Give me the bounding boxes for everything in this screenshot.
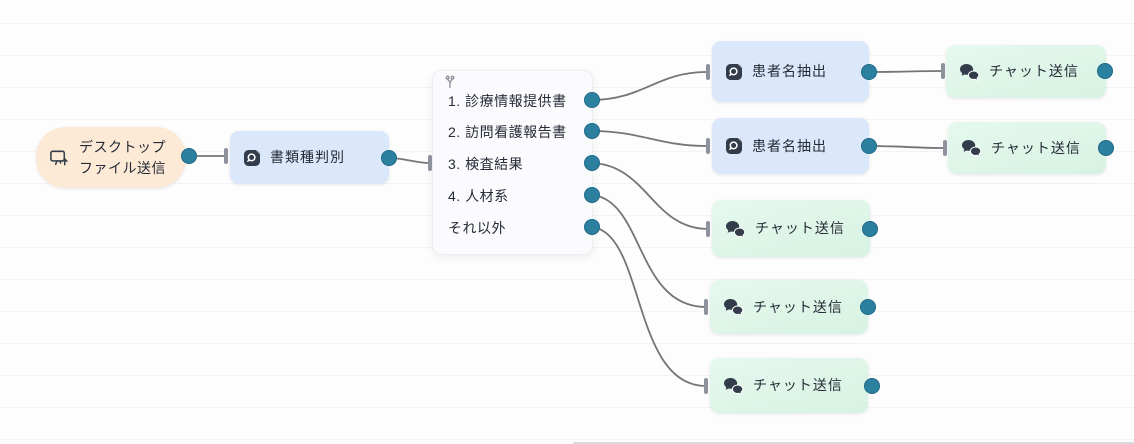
branch-item-3[interactable]: 3. 検査結果: [448, 156, 524, 172]
input-port[interactable]: [943, 140, 947, 156]
node-branch-panel[interactable]: 1. 診療情報提供書 2. 訪問看護報告書 3. 検査結果 4. 人材系 それ以…: [432, 70, 593, 255]
edge-patient1-to-chat1: [868, 70, 943, 73]
node-patient-name-extract-1[interactable]: 患者名抽出: [712, 41, 869, 102]
chat-bubbles-icon: [723, 298, 744, 316]
node-label: チャット送信: [991, 139, 1081, 156]
bottom-divider: [573, 442, 1134, 444]
edge-branch1-to-patient1: [591, 71, 707, 101]
document-search-icon: [725, 137, 743, 155]
document-search-icon: [243, 149, 261, 167]
node-label: 患者名抽出: [752, 137, 827, 154]
chat-bubbles-icon: [725, 220, 746, 238]
chat-bubbles-icon: [961, 139, 982, 157]
input-port[interactable]: [428, 155, 432, 171]
branch-item-4[interactable]: 4. 人材系: [448, 188, 509, 204]
output-port[interactable]: [584, 219, 600, 235]
node-label: チャット送信: [753, 377, 843, 393]
input-port[interactable]: [706, 221, 710, 237]
node-patient-name-extract-2[interactable]: 患者名抽出: [712, 118, 869, 174]
output-port[interactable]: [381, 150, 397, 166]
input-port[interactable]: [706, 138, 710, 154]
node-label: 患者名抽出: [752, 63, 827, 79]
branch-icon: [443, 75, 457, 89]
chat-bubbles-icon: [723, 377, 744, 395]
output-port[interactable]: [584, 155, 600, 171]
output-port[interactable]: [860, 299, 876, 315]
node-document-type-classify[interactable]: 書類種判別: [230, 131, 389, 184]
edge-branch2-to-patient2: [591, 130, 707, 147]
branch-item-1[interactable]: 1. 診療情報提供書: [448, 93, 567, 109]
output-port[interactable]: [861, 64, 877, 80]
document-search-icon: [725, 63, 743, 81]
node-label: チャット送信: [753, 298, 843, 315]
node-label: 書類種判別: [270, 149, 345, 165]
input-port[interactable]: [706, 64, 710, 80]
edge-branch3-to-chat3: [591, 162, 709, 230]
node-desktop-file-send[interactable]: デスクトップファイル送信: [36, 127, 186, 188]
desktop-upload-icon: [49, 148, 70, 168]
node-chat-send-3[interactable]: チャット送信: [712, 200, 870, 257]
node-chat-send-5[interactable]: チャット送信: [710, 358, 868, 413]
node-label: チャット送信: [755, 220, 845, 236]
output-port[interactable]: [584, 92, 600, 108]
input-port[interactable]: [941, 63, 945, 79]
node-chat-send-1[interactable]: チャット送信: [946, 45, 1106, 98]
input-port[interactable]: [704, 299, 708, 315]
output-port[interactable]: [1098, 140, 1114, 156]
input-port[interactable]: [704, 378, 708, 394]
output-port[interactable]: [584, 187, 600, 203]
chat-bubbles-icon: [959, 63, 980, 81]
output-port[interactable]: [861, 138, 877, 154]
node-chat-send-4[interactable]: チャット送信: [710, 280, 868, 334]
edge-branch4-to-chat4: [591, 194, 707, 308]
node-label: デスクトップファイル送信: [79, 138, 166, 176]
branch-item-2[interactable]: 2. 訪問看護報告書: [448, 124, 567, 140]
output-port[interactable]: [584, 123, 600, 139]
node-chat-send-2[interactable]: チャット送信: [948, 122, 1106, 174]
output-port[interactable]: [181, 148, 197, 164]
branch-item-5[interactable]: それ以外: [448, 220, 506, 236]
edge-branch5-to-chat5: [591, 226, 707, 387]
output-port[interactable]: [1097, 63, 1113, 79]
output-port[interactable]: [862, 221, 878, 237]
edge-patient2-to-chat2: [868, 145, 945, 149]
input-port[interactable]: [224, 148, 228, 164]
output-port[interactable]: [864, 378, 880, 394]
node-label: チャット送信: [989, 63, 1079, 79]
